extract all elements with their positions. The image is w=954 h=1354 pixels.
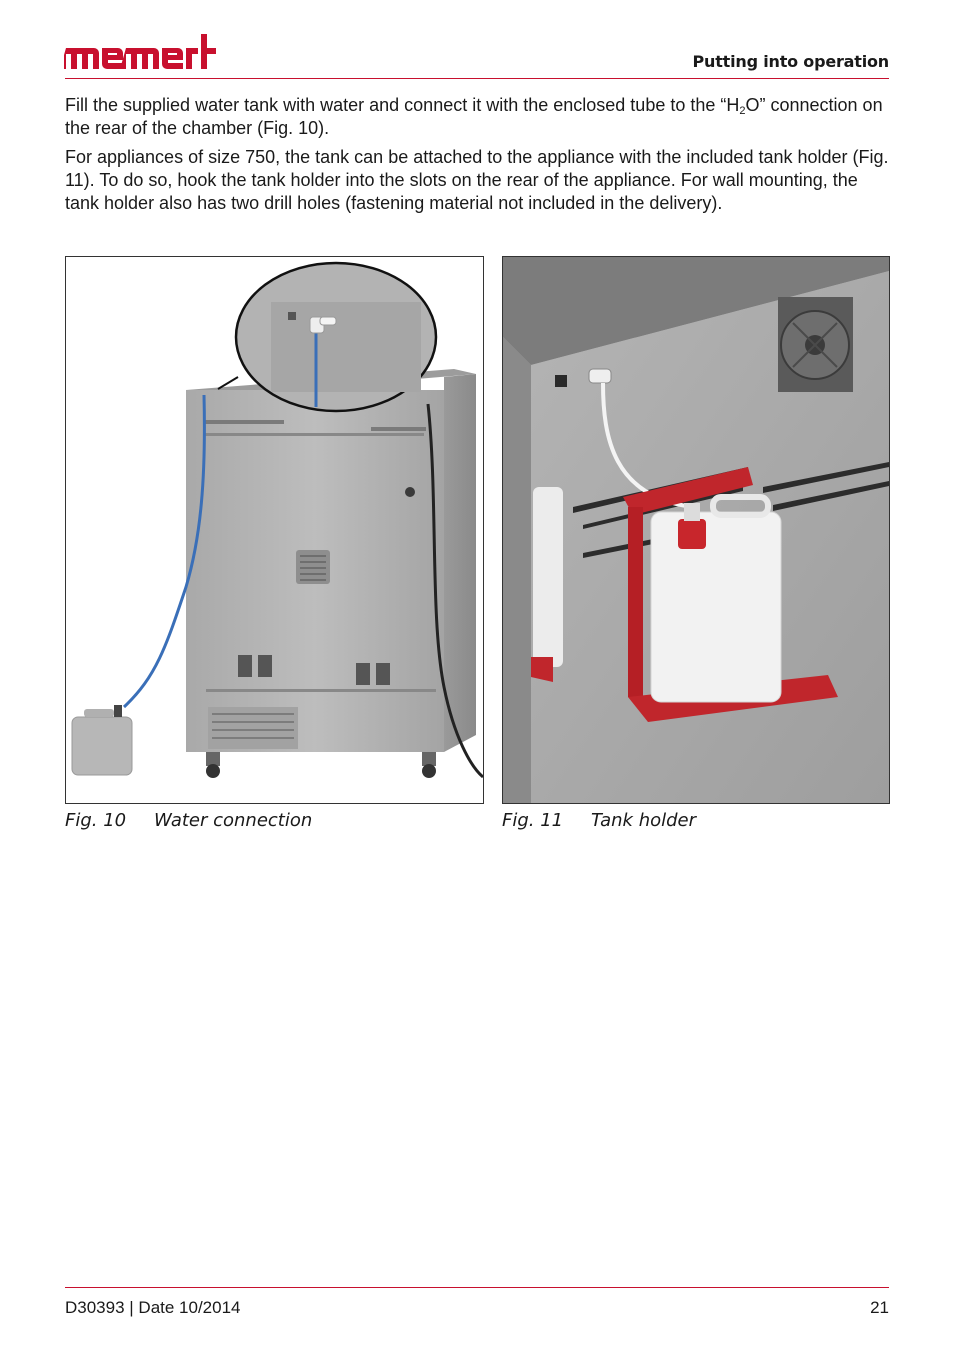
tank-holder-paragraph: For appliances of size 750, the tank can… — [65, 147, 889, 213]
tank-holder-illustration — [503, 257, 889, 803]
intro-paragraph: Fill the supplied water tank with water … — [65, 95, 883, 138]
water-connection-illustration — [66, 257, 483, 803]
page-number: 21 — [870, 1298, 889, 1317]
header-rule — [65, 78, 889, 79]
figure-water-connection — [65, 256, 484, 804]
section-title: Putting into operation — [692, 52, 890, 71]
memmert-logo — [64, 34, 216, 69]
document-info: D30393 | Date 10/2014 — [65, 1298, 241, 1317]
footer-rule — [65, 1287, 889, 1288]
figure-tank-holder — [502, 256, 890, 804]
